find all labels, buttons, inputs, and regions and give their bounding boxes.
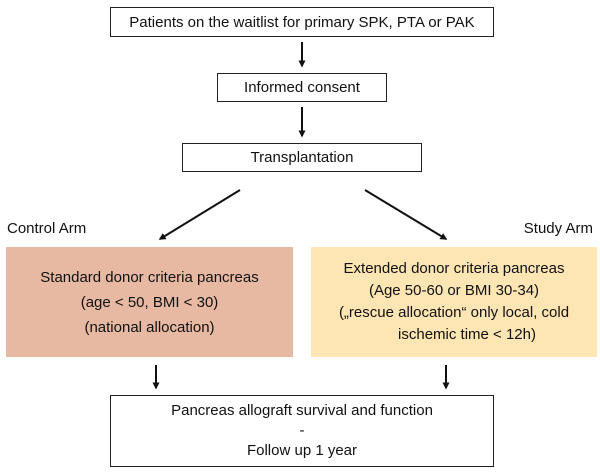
extended-donor-criteria-box: Extended donor criteria pancreas (Age 50… (311, 247, 597, 357)
transplantation-box: Transplantation (182, 143, 422, 172)
arrow-to-study-arm (364, 189, 448, 240)
standard-criteria-allocation: (national allocation) (84, 318, 215, 336)
control-arm-label: Control Arm (7, 220, 87, 237)
arrow-to-control-arm (158, 189, 241, 240)
waitlist-patients-text: Patients on the waitlist for primary SPK… (129, 13, 475, 31)
outcome-separator: - (299, 422, 305, 439)
extended-criteria-allocation: („rescue allocation“ only local, cold (338, 304, 570, 321)
extended-criteria-title: Extended donor criteria pancreas (343, 260, 565, 277)
standard-criteria-age-bmi: (age < 50, BMI < 30) (80, 293, 219, 311)
study-arm-label: Study Arm (523, 220, 593, 237)
outcome-survival-function: Pancreas allograft survival and function (171, 402, 433, 419)
standard-criteria-title: Standard donor criteria pancreas (40, 268, 259, 286)
outcome-box: Pancreas allograft survival and function… (110, 395, 494, 467)
extended-criteria-age-bmi: (Age 50-60 or BMI 30-34) (368, 282, 540, 299)
informed-consent-box: Informed consent (217, 73, 387, 102)
waitlist-patients-box: Patients on the waitlist for primary SPK… (110, 7, 494, 37)
outcome-follow-up: Follow up 1 year (246, 442, 358, 459)
standard-donor-criteria-box: Standard donor criteria pancreas (age < … (6, 247, 293, 357)
transplantation-text: Transplantation (250, 149, 354, 166)
extended-criteria-ischemic-time: ischemic time < 12h) (398, 326, 536, 343)
informed-consent-text: Informed consent (244, 79, 360, 96)
